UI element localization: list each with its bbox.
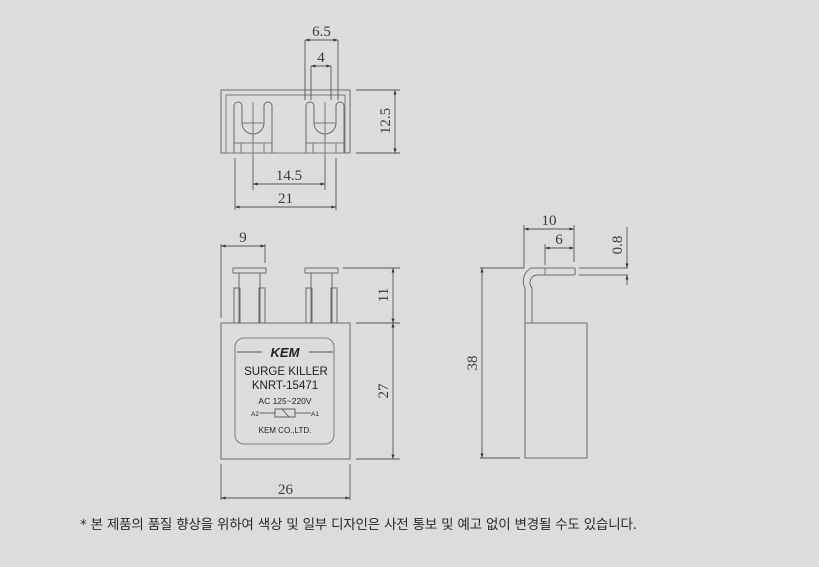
dim-top-height: 12.5 [378,108,394,134]
dim-overall-height: 38 [465,356,481,371]
top-view: 6.5 4 12.5 14.5 21 [220,24,400,210]
label-terminal-a2: A2 [251,411,259,418]
label-model: KNRT-15471 [252,380,318,392]
label-terminal-a1: A1 [311,411,319,418]
dim-edge-to-pin: 9 [239,230,247,246]
label-maker: KEM CO.,LTD. [259,426,312,435]
dim-pin-pitch: 14.5 [276,168,302,184]
side-view: 10 6 0.8 38 [465,213,629,459]
dim-body-height: 27 [376,383,392,399]
dim-terminal-height: 11 [376,288,392,302]
label-line1: SURGE KILLER [244,366,328,378]
dim-body-width: 26 [278,482,294,498]
dim-lead-length: 10 [542,213,557,229]
dim-overall-width: 21 [278,191,293,207]
dim-lead-flat: 6 [555,232,563,248]
label-brand: KEM [271,345,301,360]
dim-lead-thickness: 0.8 [610,236,626,255]
label-rating: AC 125~220V [258,396,311,406]
footnote: * 본 제품의 품질 향상을 위하여 색상 및 일부 디자인은 사전 통보 및 … [80,517,637,533]
dim-lug-slot-width: 4 [317,50,325,66]
dim-lug-outer-width: 6.5 [312,24,331,40]
front-view: KEM SURGE KILLER KNRT-15471 AC 125~220V … [220,230,400,500]
